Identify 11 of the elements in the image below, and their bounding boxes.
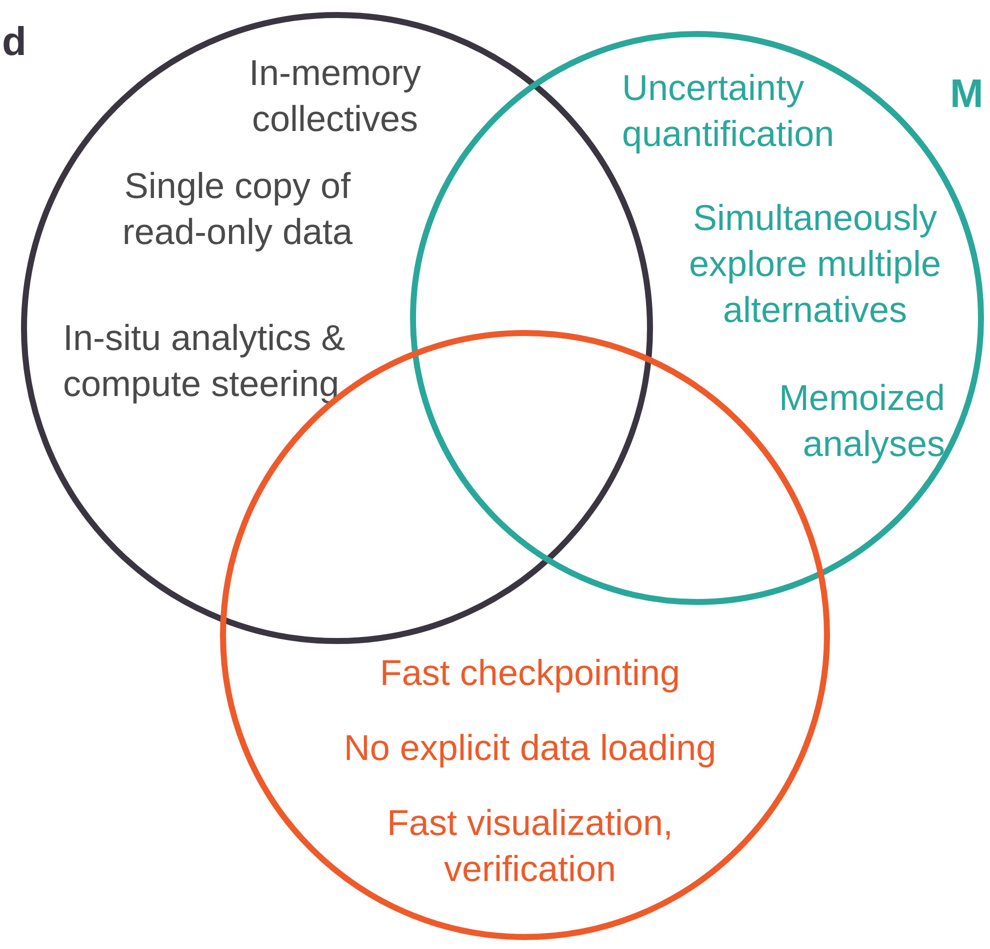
item-text: Uncertainty quantification [622, 66, 836, 156]
cut-off-heading: d [2, 20, 26, 65]
item-text: Fast checkpointing [378, 651, 682, 695]
item-text: Fast visualization, verification [386, 801, 674, 891]
item-text: Single copy of read-only data [121, 164, 354, 254]
item-text: In-memory collectives [248, 51, 422, 141]
item-text: No explicit data loading [342, 726, 718, 770]
item-text: Simultaneously explore multiple alternatives [688, 196, 942, 332]
cut-off-heading: M [950, 72, 984, 117]
item-text: In-situ analytics & compute steering [63, 316, 346, 406]
item-text: Memoized analyses [778, 376, 945, 466]
